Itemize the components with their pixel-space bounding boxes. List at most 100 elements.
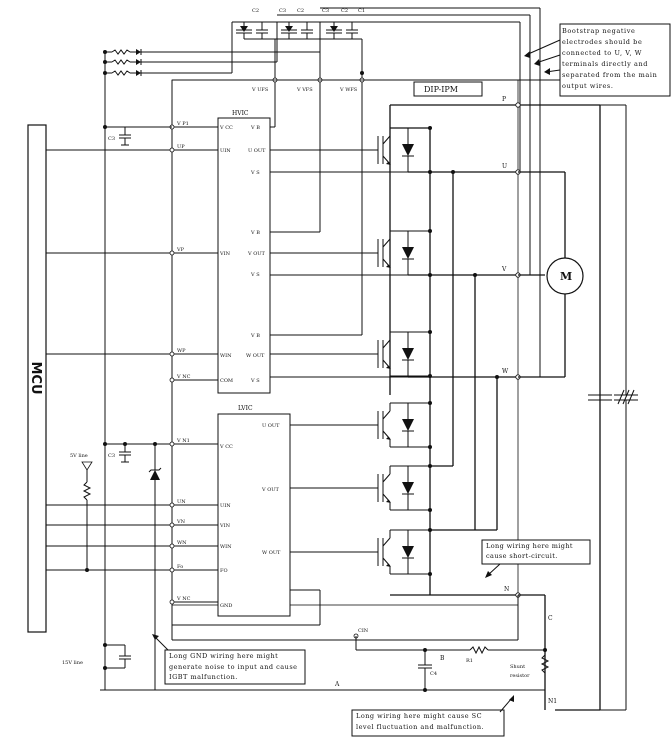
dip-ipm-title: DIP-IPM [424, 85, 458, 94]
svg-text:C3: C3 [279, 8, 286, 14]
svg-text:V S: V S [250, 272, 260, 278]
mcu-label: MCU [28, 361, 43, 394]
hvic-label: HVIC [232, 110, 249, 117]
svg-text:W OUT: W OUT [246, 353, 265, 359]
svg-text:UN: UN [177, 499, 186, 505]
svg-text:Fo: Fo [177, 564, 183, 570]
svg-text:C2: C2 [341, 8, 348, 14]
lvic-gnd-loop [171, 589, 321, 640]
fifteen-volt-line-label: 15V line [62, 660, 83, 666]
svg-text:C4: C4 [430, 671, 437, 677]
five-volt-line: 5V line C3 [70, 442, 131, 572]
svg-text:COM: COM [220, 378, 233, 384]
fifteen-volt-line: 15V line [62, 643, 545, 691]
svg-text:C1: C1 [358, 8, 365, 14]
svg-text:WIN: WIN [220, 353, 232, 359]
svg-text:V N1: V N1 [176, 438, 190, 444]
svg-text:V UFS: V UFS [251, 87, 269, 93]
floating-supply-lines: V UFS V VFS V WFS [251, 39, 365, 327]
svg-text:V WFS: V WFS [339, 87, 358, 93]
hvic-inner-right-pins: V B U OUT V S V B V OUT V S V B W OUT V … [246, 125, 266, 384]
bootstrap-capacitor-bank: C2 C3 C2 C3 C2 C1 [232, 7, 541, 377]
motor: M [546, 257, 584, 295]
svg-text:W: W [502, 368, 509, 375]
svg-text:CIN: CIN [358, 628, 369, 634]
svg-text:V B: V B [250, 230, 260, 236]
svg-text:U OUT: U OUT [262, 423, 280, 429]
svg-text:U: U [502, 163, 507, 170]
svg-text:V CC: V CC [219, 125, 233, 131]
svg-text:A: A [334, 681, 340, 688]
svg-text:C2: C2 [297, 8, 304, 14]
svg-text:C3: C3 [108, 453, 115, 459]
note-gnd-noise: Long GND wiring here might generate nois… [152, 634, 306, 685]
svg-text:V OUT: V OUT [247, 251, 266, 257]
five-volt-line-label: 5V line [70, 453, 88, 459]
svg-text:C3: C3 [322, 8, 329, 14]
note-short-circuit: Long wiring here might cause short-circu… [481, 539, 591, 578]
svg-text:GND: GND [220, 603, 232, 609]
dc-link-capacitors [588, 104, 638, 711]
svg-text:V B: V B [250, 333, 260, 339]
svg-text:UIN: UIN [220, 503, 231, 509]
svg-text:C: C [548, 615, 553, 622]
mcu-signal-lines [46, 149, 172, 571]
svg-text:V S: V S [250, 170, 260, 176]
svg-text:FO: FO [220, 568, 228, 574]
shunt-network: CIN C4 R1 B A C Shunt resistor N1 [172, 595, 557, 705]
svg-text:UP: UP [177, 144, 185, 150]
lvic-output-lines [290, 424, 378, 553]
svg-text:V NC: V NC [176, 596, 191, 602]
mcu-block [27, 124, 47, 633]
svg-text:VIN: VIN [219, 523, 231, 529]
hvic-inner-left-pins: V CC UIN VIN WIN COM [219, 125, 233, 384]
power-stage-wiring [390, 127, 520, 596]
svg-text:V NC: V NC [176, 374, 191, 380]
hvic-block [217, 117, 271, 394]
lvic-block [217, 413, 291, 617]
svg-text:V B: V B [250, 125, 260, 131]
svg-text:WN: WN [177, 540, 187, 546]
svg-text:C3: C3 [108, 136, 115, 142]
hvic-output-lines [270, 124, 520, 378]
svg-text:Shunt: Shunt [510, 664, 525, 670]
dip-ipm-title-box [413, 81, 483, 97]
svg-text:W OUT: W OUT [262, 550, 281, 556]
svg-text:U OUT: U OUT [248, 148, 266, 154]
output-terminals: U V W N [501, 163, 566, 710]
igbt-cells [377, 126, 432, 576]
svg-text:VP: VP [176, 247, 185, 253]
power-stage: P [389, 96, 601, 711]
svg-text:V: V [501, 266, 507, 273]
bootstrap-resistors-diodes [103, 49, 145, 76]
svg-text:V CC: V CC [219, 444, 233, 450]
svg-text:R1: R1 [466, 658, 473, 664]
lvic-inner-right-pins: U OUT V OUT W OUT [261, 423, 281, 556]
note-sc-level: Long wiring here might cause SC level fl… [351, 695, 514, 737]
svg-text:N1: N1 [548, 698, 557, 705]
dip-ipm-outline [171, 79, 519, 606]
svg-text:P: P [502, 96, 506, 103]
svg-text:V S: V S [250, 378, 260, 384]
hvic-module-pins: V P1 UP VP WP V NC [169, 121, 218, 383]
zener-diode [148, 444, 162, 690]
svg-text:V P1: V P1 [176, 121, 189, 127]
lvic-module-pins: V N1 UN VN WN Fo V NC [103, 438, 218, 605]
lvic-label: LVIC [238, 405, 253, 412]
svg-text:resistor: resistor [510, 673, 530, 679]
svg-text:WP: WP [177, 348, 186, 354]
note-bootstrap: Bootstrap negative electrodes should be … [524, 23, 671, 97]
svg-text:WIN: WIN [220, 544, 232, 550]
svg-text:C2: C2 [252, 8, 259, 14]
svg-text:VIN: VIN [219, 251, 231, 257]
svg-text:N: N [504, 586, 509, 593]
svg-text:V VFS: V VFS [296, 87, 313, 93]
svg-text:B: B [440, 655, 445, 662]
hvic-vcc-capacitor: C3 [103, 125, 172, 146]
lvic-inner-left-pins: V CC UIN VIN WIN FO GND [219, 444, 233, 609]
svg-text:VN: VN [176, 519, 186, 525]
motor-label: M [560, 270, 572, 283]
svg-text:UIN: UIN [220, 148, 231, 154]
svg-text:V OUT: V OUT [261, 487, 280, 493]
